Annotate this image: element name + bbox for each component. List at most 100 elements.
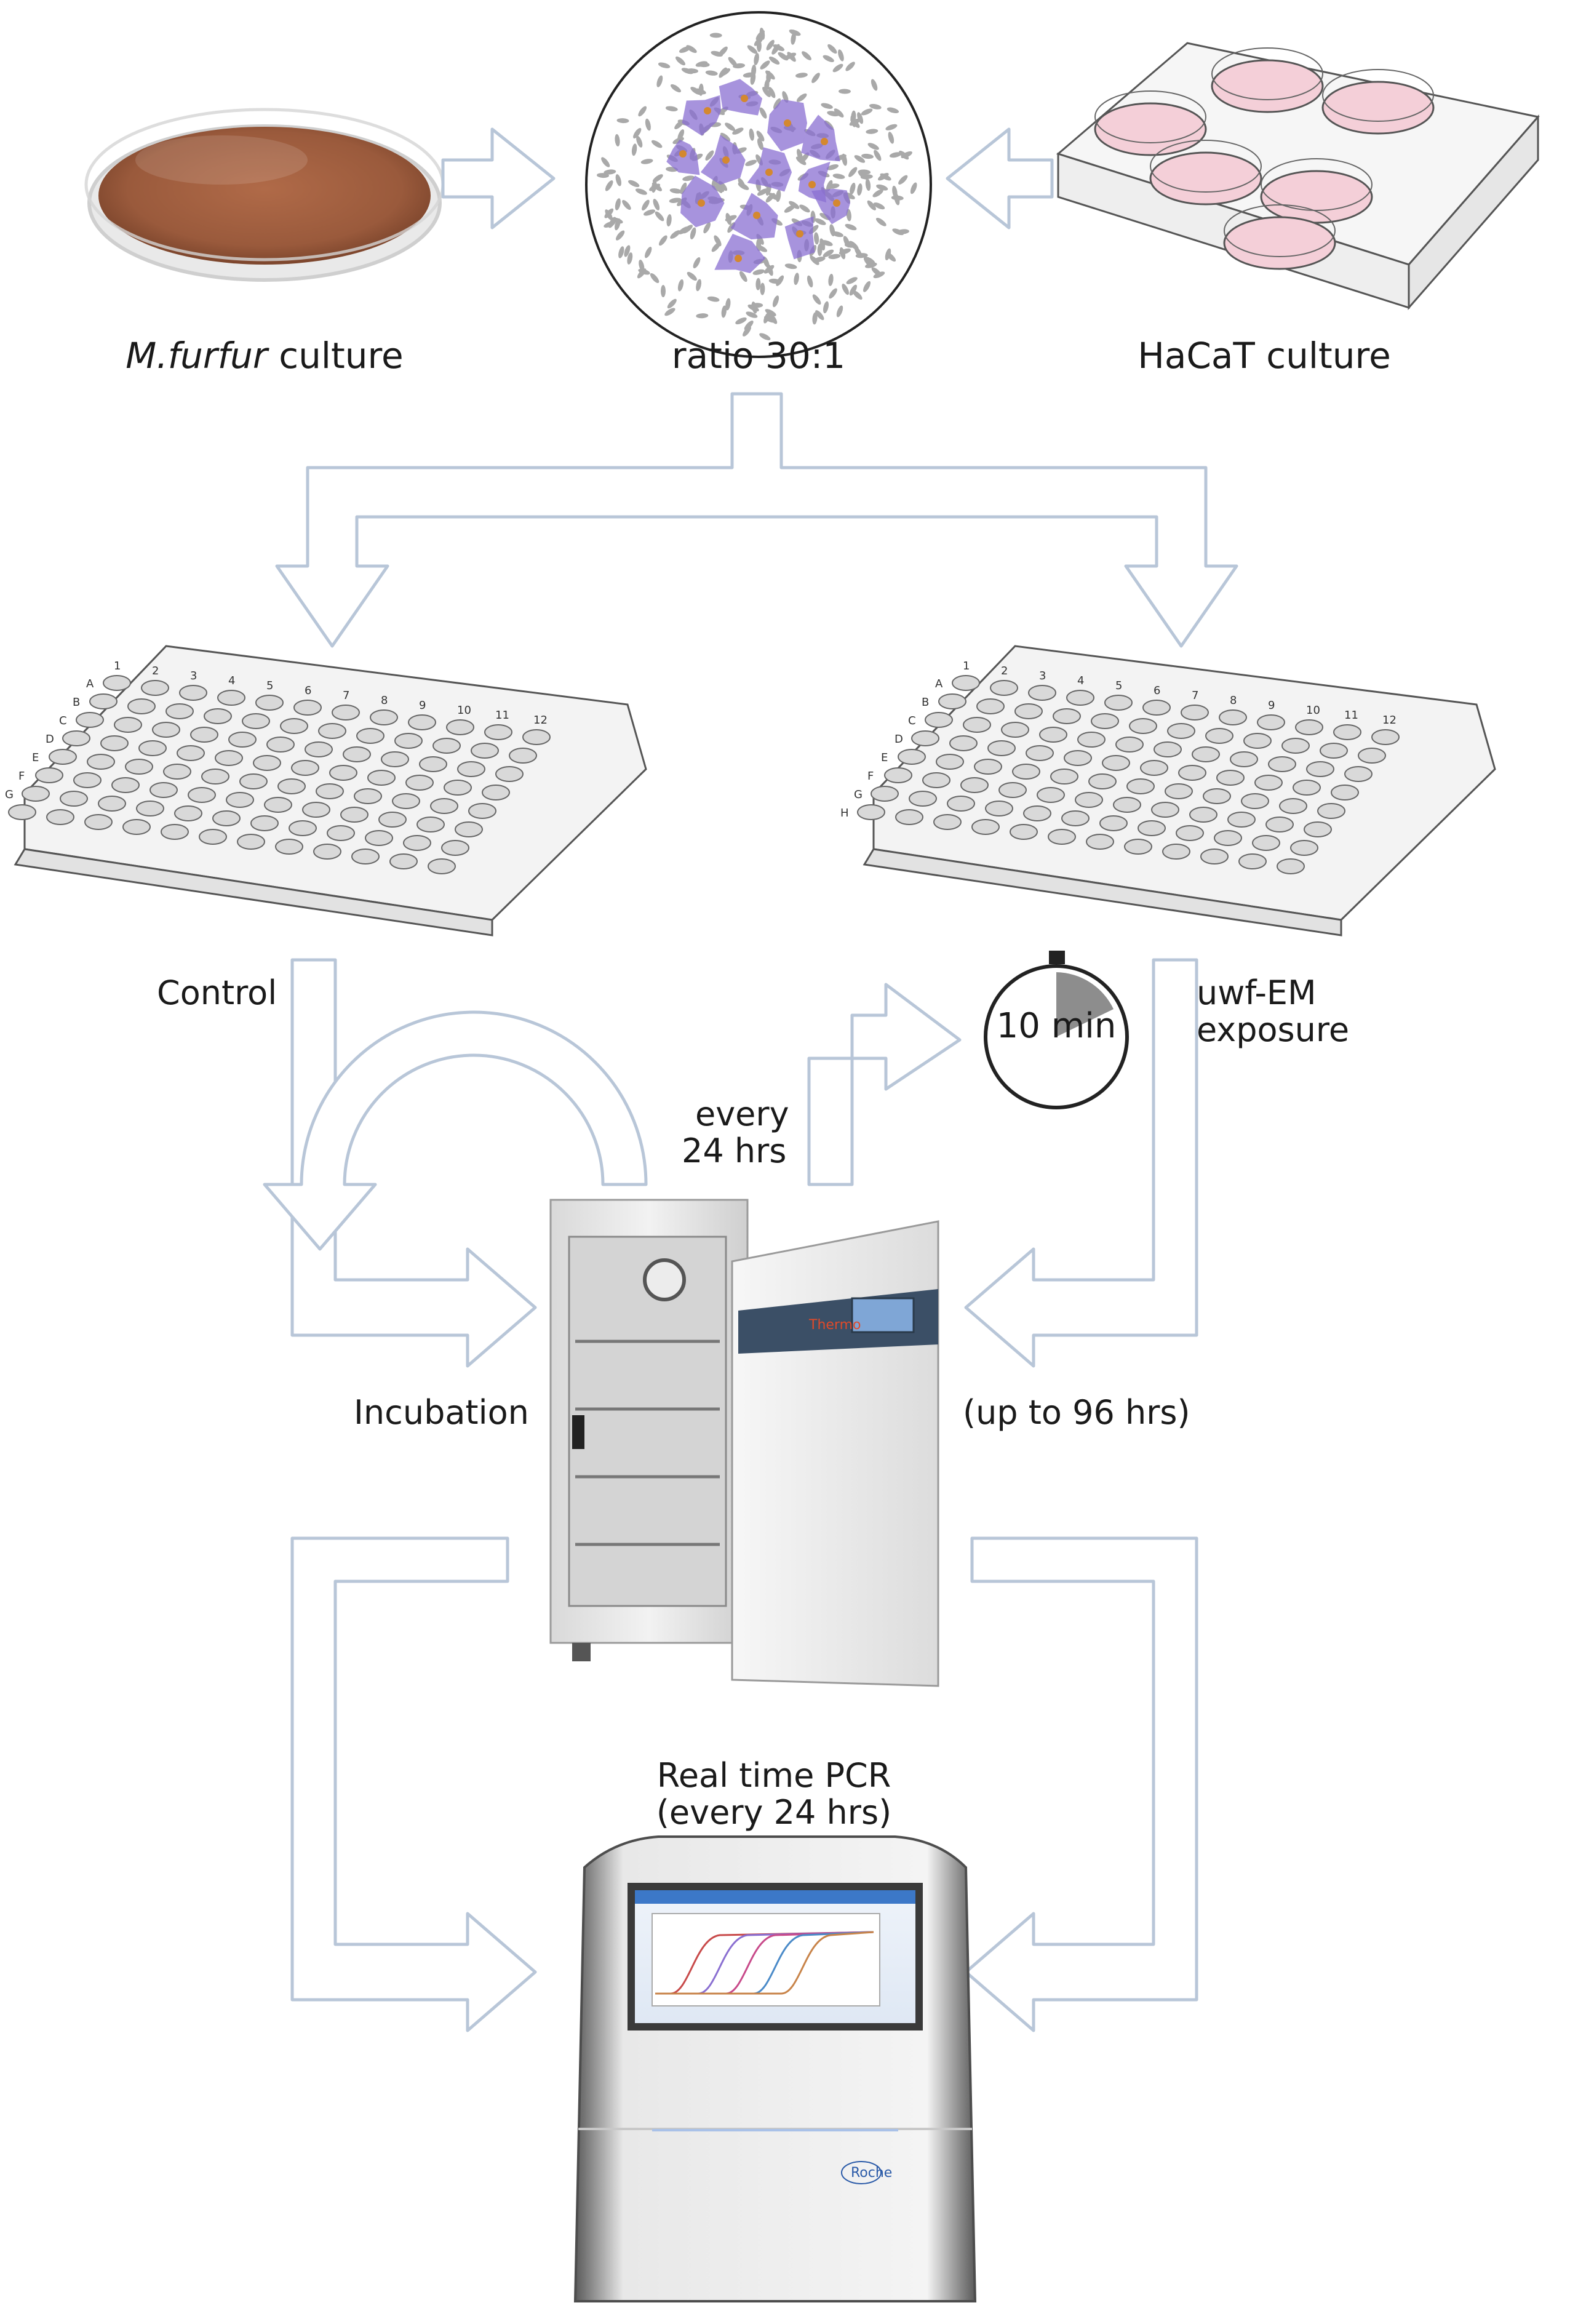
yeast-particle (681, 68, 693, 74)
yeast-particle (655, 211, 664, 222)
plate-well (228, 732, 257, 748)
yeast-particle (842, 284, 849, 295)
arrow-petri-to-coculture (441, 127, 556, 230)
plate-well (1306, 761, 1334, 777)
plate-well (1254, 775, 1283, 791)
plate-well (1257, 714, 1285, 730)
yeast-particle (725, 213, 731, 225)
plate-well (100, 735, 129, 751)
plate-well (1102, 755, 1130, 771)
plate-well (925, 712, 953, 728)
yeast-particle (744, 320, 754, 330)
plate-well (237, 834, 265, 850)
cell (801, 114, 840, 162)
yeast-particle (705, 150, 714, 161)
yeast-particle (874, 150, 882, 161)
plate-well (922, 772, 950, 788)
yeast-particle (759, 107, 767, 119)
incubation-label: Incubation (354, 1393, 529, 1432)
yeast-particle (670, 230, 680, 239)
plate-well (291, 760, 319, 776)
yeast-particle (705, 70, 718, 76)
yeast-particle (823, 301, 829, 314)
plate-row-label: D (46, 733, 54, 746)
plate-col-label: 3 (190, 669, 197, 682)
yeast-particle (839, 89, 851, 94)
plate-well (98, 796, 126, 812)
plate-well (1252, 835, 1280, 851)
yeast-particle (658, 62, 671, 68)
plate-well (911, 730, 939, 746)
plate-well (1216, 770, 1245, 786)
yeast-particle (640, 159, 653, 164)
plate-well (1075, 792, 1103, 808)
plate-col-label: 10 (1306, 704, 1320, 717)
plate-well (1129, 718, 1157, 734)
plate-well (111, 777, 140, 793)
yeast-particle (605, 209, 613, 220)
plate-well (163, 764, 191, 780)
arrow-hacat-to-coculture (946, 127, 1054, 230)
cell (811, 188, 850, 225)
yeast-particle (652, 180, 657, 193)
yeast-particle (827, 183, 840, 189)
plate-well (1227, 812, 1256, 828)
plate-well (293, 700, 322, 716)
plate-well (884, 767, 912, 783)
plate-row-label: G (854, 788, 863, 801)
yeast-particle (645, 247, 652, 258)
plate-well (936, 754, 964, 770)
yeast-particle (728, 57, 738, 67)
yeast-particle (738, 182, 749, 190)
yeast-particle (865, 178, 871, 191)
plate-well (1151, 802, 1179, 818)
yeast-particle (784, 205, 795, 213)
plate-well (428, 858, 456, 874)
cell-nucleus (765, 169, 773, 176)
plate-well (1344, 766, 1373, 782)
plate-well (1203, 788, 1231, 804)
yeast-particle (672, 137, 684, 145)
yeast-particle (628, 180, 640, 188)
uwf-label-2: exposure (1197, 1010, 1350, 1049)
plate-well (49, 749, 77, 765)
plate-well (389, 853, 418, 869)
plate-well (1295, 719, 1323, 735)
yeast-particle (639, 260, 645, 272)
plate-well (201, 769, 229, 785)
plate-well (250, 815, 279, 831)
plate-col-label: 12 (1382, 714, 1397, 727)
plate-col-label: 1 (963, 660, 970, 673)
yeast-particle (769, 56, 780, 65)
yeast-particle (703, 222, 711, 234)
plate-well (255, 695, 284, 711)
plate-well (468, 803, 496, 819)
plate-skirt (14, 848, 493, 936)
pcr-brand: Roche (851, 2165, 892, 2181)
yeast-particle (757, 188, 768, 196)
yeast-particle (846, 277, 858, 284)
plate-well (266, 737, 295, 753)
mfurfur-word: culture (279, 335, 404, 377)
plate-well (73, 772, 102, 788)
pcr-curves (655, 1931, 874, 1995)
yeast-particle (644, 209, 655, 216)
plate-well (990, 680, 1018, 696)
plate-well (356, 728, 385, 744)
plate-well (408, 714, 436, 730)
plate-well (253, 755, 281, 771)
yeast-particle (718, 46, 728, 57)
plate-well (1077, 732, 1106, 748)
well (1094, 102, 1207, 156)
plate-well (898, 749, 926, 765)
yeast-particle (789, 29, 801, 36)
yeast-particle (849, 284, 857, 296)
yeast-particle (656, 75, 663, 87)
yeast-particle (696, 313, 709, 319)
timer-icon (984, 951, 1129, 1109)
plate-well (275, 839, 303, 855)
yeast-particle (631, 143, 637, 156)
yeast-particle (768, 87, 776, 98)
